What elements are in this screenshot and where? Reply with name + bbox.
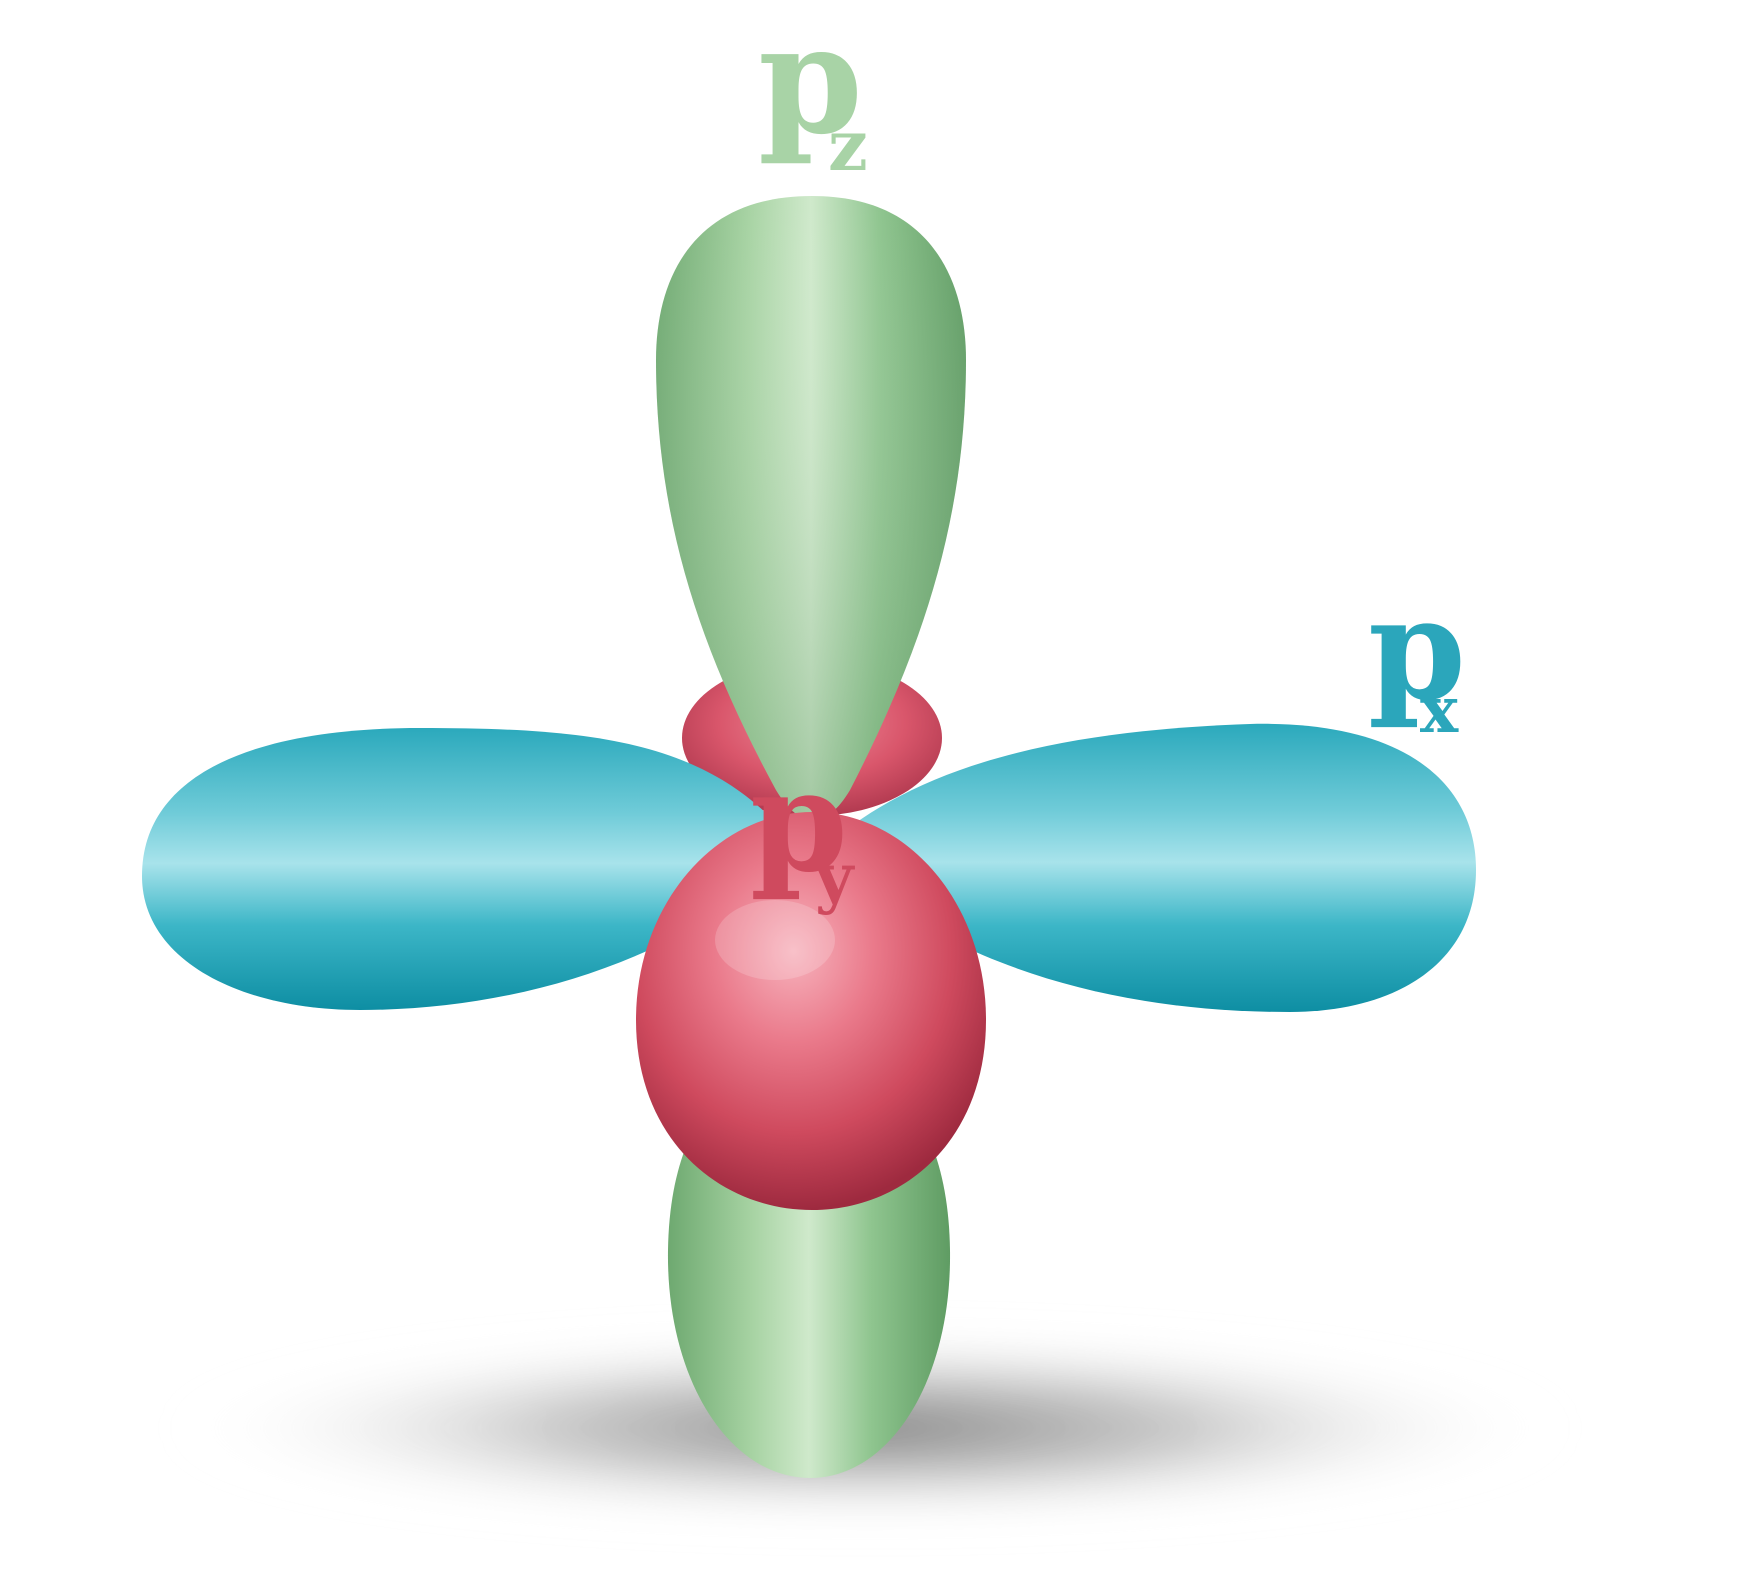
py-front-lobe (636, 812, 986, 1210)
px-left-lobe (142, 728, 800, 1010)
py-label: p y (750, 740, 855, 916)
px-label-main: p (1368, 568, 1466, 732)
py-label-main: p (750, 740, 848, 904)
py-label-sub: y (814, 838, 855, 916)
pz-label-sub: z (828, 104, 868, 187)
pz-label: p z (758, 0, 868, 187)
px-label: p x (1368, 568, 1466, 748)
px-label-sub: x (1420, 673, 1459, 748)
pz-label-main: p (758, 0, 863, 168)
px-right-lobe (820, 723, 1476, 1012)
pz-top-lobe (656, 196, 966, 820)
